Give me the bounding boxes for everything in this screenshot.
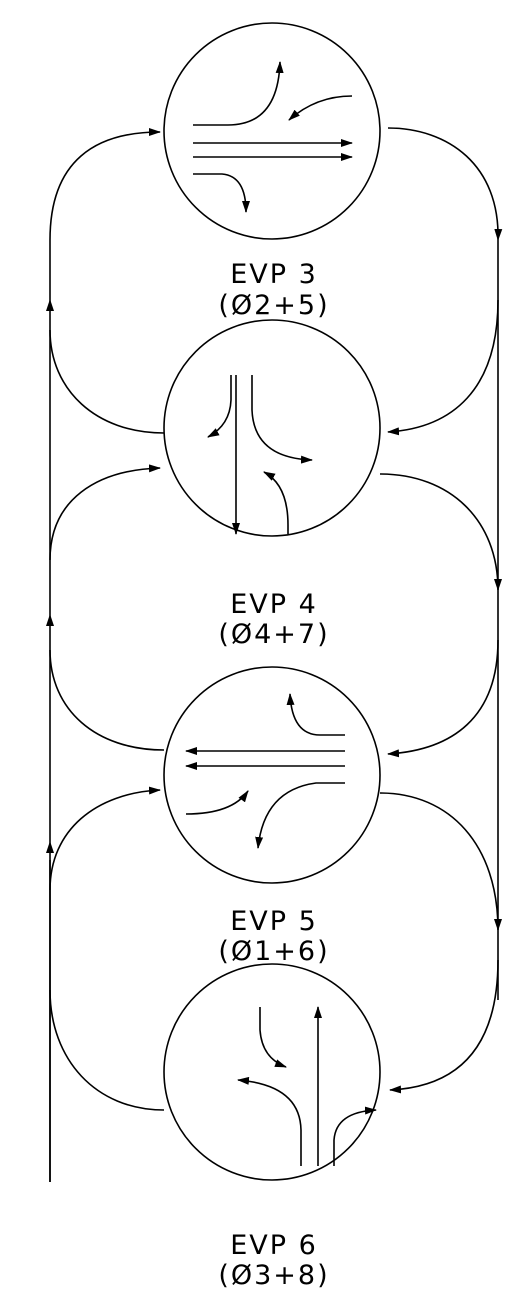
phase-circle-evp4 (163, 319, 381, 537)
phase-circle-evp6 (163, 963, 381, 1181)
phase-code: (Ø3+8) (218, 1260, 329, 1291)
phase-name: EVP 4 (230, 589, 318, 620)
phase-name: EVP 3 (230, 259, 318, 290)
label-evp3: EVP 3 (Ø2+5) (218, 259, 329, 321)
phase-name: EVP 6 (230, 1230, 318, 1261)
phase-circle-evp5 (163, 666, 381, 884)
left-flow-lines (46, 128, 165, 1182)
right-flow-lines (379, 127, 503, 1094)
label-evp4: EVP 4 (Ø4+7) (218, 589, 329, 650)
phase-code: (Ø4+7) (218, 619, 329, 650)
phase-code: (Ø2+5) (218, 290, 329, 321)
phase-name: EVP 5 (230, 906, 318, 937)
label-evp6: EVP 6 (Ø3+8) (218, 1230, 329, 1291)
label-evp5: EVP 5 (Ø1+6) (218, 906, 329, 967)
phase-code: (Ø1+6) (218, 936, 329, 967)
phase-circle-evp3 (163, 22, 381, 240)
